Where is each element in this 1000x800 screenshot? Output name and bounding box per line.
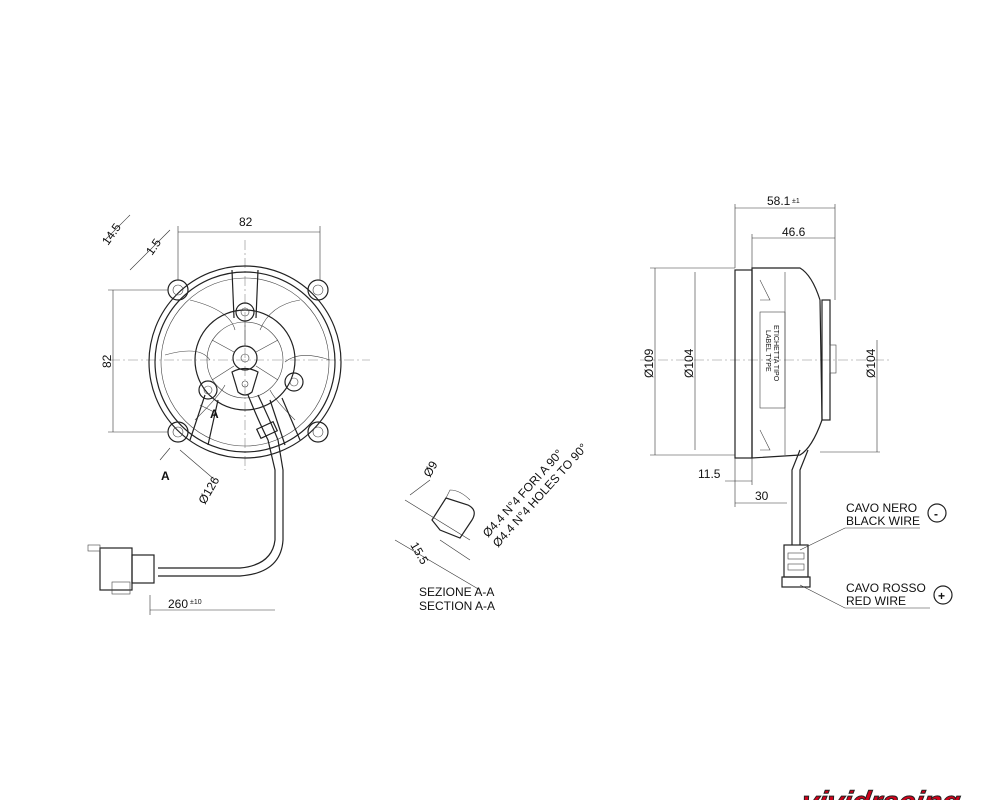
- mounting-hole: [167, 279, 189, 301]
- mounting-hole: [307, 279, 329, 301]
- section-title-en: SECTION A-A: [419, 599, 495, 613]
- red-wire-polarity: +: [938, 589, 945, 603]
- dim-cable-tolerance: ±10: [190, 599, 202, 606]
- label-type-it: ETICHETTA TIPO: [772, 325, 779, 382]
- section-marker-a: A: [161, 469, 170, 483]
- dim-motor-diameter: Ø104: [864, 348, 878, 378]
- side-view: ETICHETTA TIPO LABEL TYPE 58.1 ±1 46.6 Ø…: [640, 194, 890, 588]
- mounting-hole: [167, 421, 189, 443]
- mounting-hole: [307, 421, 329, 443]
- red-wire-en: RED WIRE: [846, 594, 906, 608]
- black-wire-polarity: -: [934, 507, 938, 521]
- section-marker-a-2: A: [210, 407, 219, 421]
- dim-depth-15-5: 15.5: [407, 540, 431, 568]
- black-wire-it: CAVO NERO: [846, 501, 917, 515]
- section-title-it: SEZIONE A-A: [419, 585, 494, 599]
- dim-body-depth: 46.6: [782, 225, 806, 239]
- dim-diameter-9: Ø9: [420, 458, 440, 479]
- dim-total-depth: 58.1: [767, 194, 791, 208]
- dim-cable-length: 260: [168, 597, 188, 611]
- holes-note-en: Ø4.4 N°4 HOLES TO 90°: [490, 441, 591, 551]
- section-view: Ø9 15.5 Ø4.4 N°4 FORI A 90° Ø4.4 N°4 HOL…: [394, 441, 591, 613]
- dim-width-82: 82: [239, 215, 253, 229]
- dim-flange-depth: 11.5: [698, 467, 721, 481]
- holes-note-it: Ø4.4 N°4 FORI A 90°: [480, 447, 566, 540]
- red-wire-it: CAVO ROSSO: [846, 581, 926, 595]
- wire-labels: CAVO NERO BLACK WIRE - CAVO ROSSO RED WI…: [799, 501, 953, 609]
- dim-cable-offset: 30: [755, 489, 769, 503]
- connector: [87, 544, 155, 595]
- black-wire-en: BLACK WIRE: [846, 514, 920, 528]
- connector: [781, 544, 811, 588]
- front-view: 82 82 14.5 1.5 A A Ø126 260 ±10: [87, 214, 370, 615]
- dim-inner-diameter: Ø104: [682, 348, 696, 378]
- label-type-en: LABEL TYPE: [764, 330, 771, 372]
- vividracing-logo: vividracing: [798, 786, 963, 800]
- dim-height-82: 82: [100, 354, 114, 368]
- dim-diameter-126: Ø126: [195, 474, 222, 507]
- dim-outer-diameter: Ø109: [642, 348, 656, 378]
- svg-text:vividracing: vividracing: [799, 786, 963, 800]
- dim-total-tolerance: ±1: [792, 198, 800, 205]
